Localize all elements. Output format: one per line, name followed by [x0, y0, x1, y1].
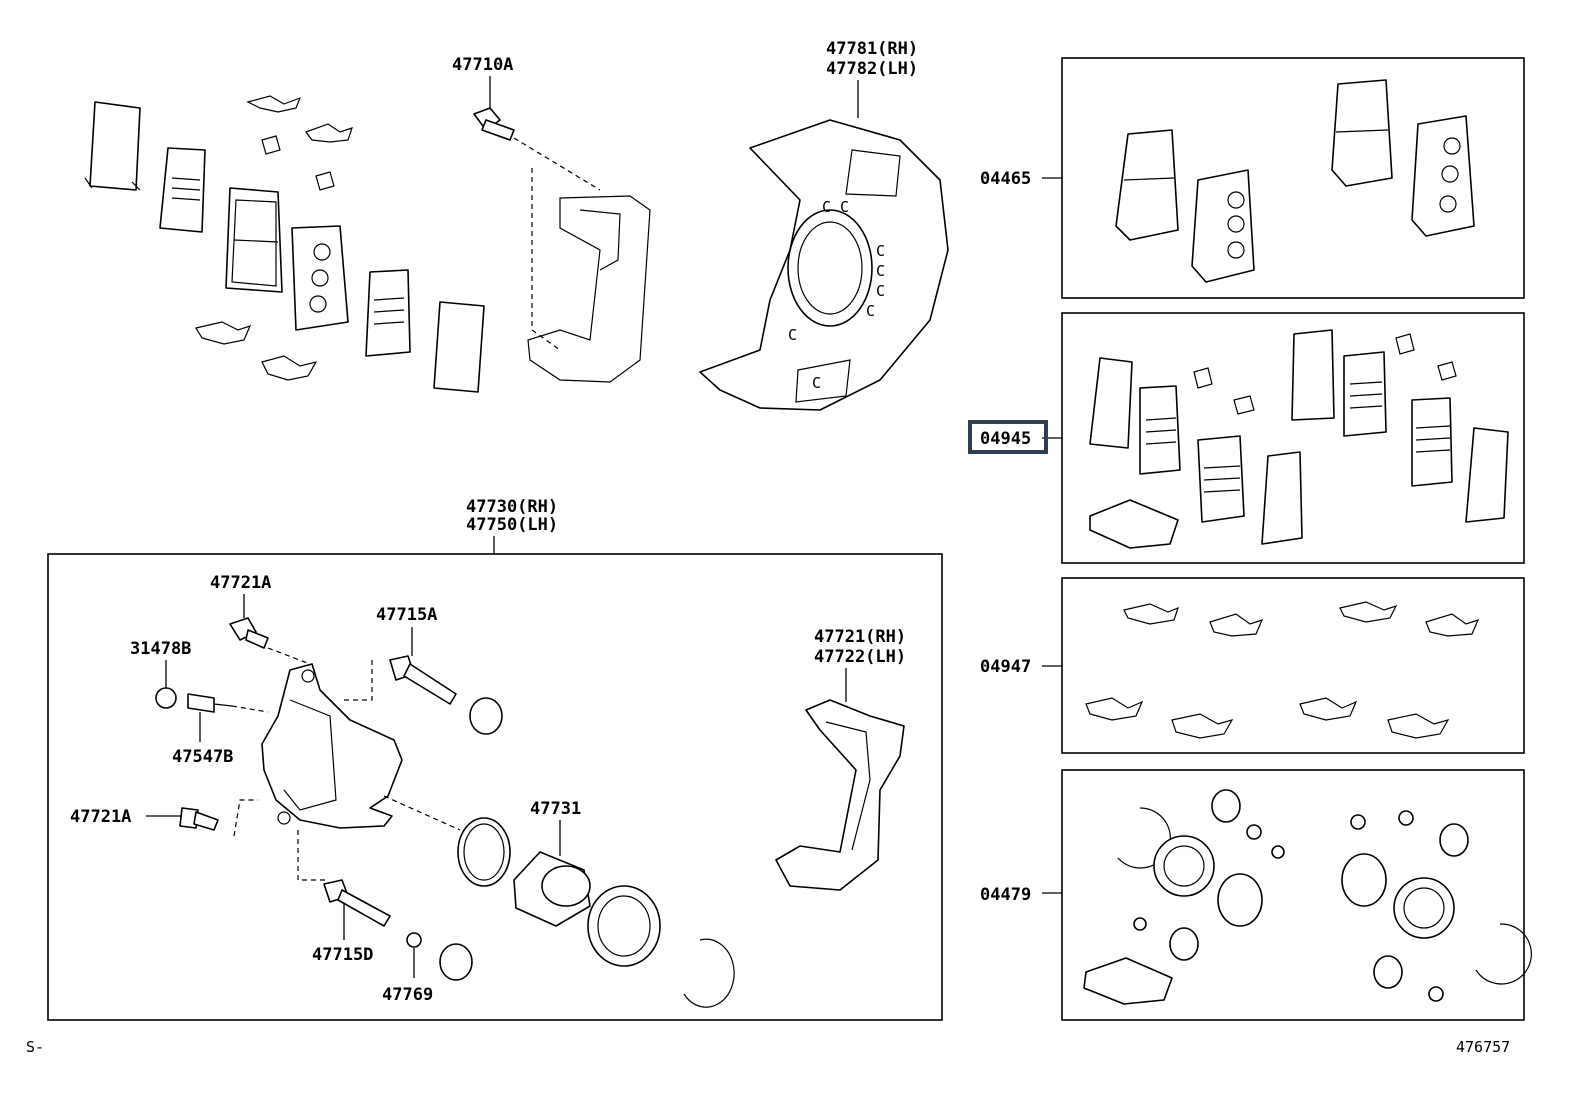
kit-box-04947 — [1042, 577, 1525, 754]
label-47547B: 47547B — [172, 747, 233, 767]
svg-text:C: C — [866, 302, 875, 320]
kit-box-04945 — [1042, 312, 1525, 564]
label-47722-lh: 47722(LH) — [814, 647, 906, 667]
label-47715D: 47715D — [312, 945, 373, 965]
label-47730-rh: 47730(RH) — [466, 497, 558, 517]
label-47750-lh: 47750(LH) — [466, 515, 558, 535]
label-04479: 04479 — [980, 885, 1031, 905]
label-47721-rh: 47721(RH) — [814, 627, 906, 647]
selected-part-highlight — [968, 420, 1048, 454]
footer-diagram-number: 476757 — [1456, 1038, 1510, 1056]
caliper-assembly-box — [47, 536, 943, 1021]
footer-left-mark: S- — [26, 1038, 44, 1056]
label-47731: 47731 — [530, 799, 581, 819]
label-47715A: 47715A — [376, 605, 437, 625]
svg-text:C: C — [876, 282, 885, 300]
dust-shield-group: C C C C C C C C — [699, 80, 949, 411]
caliper-mounting-group — [473, 76, 651, 383]
label-04465: 04465 — [980, 169, 1031, 189]
svg-text:C: C — [822, 198, 831, 216]
svg-text:C: C — [876, 262, 885, 280]
label-47710A: 47710A — [452, 55, 513, 75]
label-31478B: 31478B — [130, 639, 191, 659]
svg-text:C: C — [840, 198, 849, 216]
svg-text:C: C — [788, 326, 797, 344]
label-04945: 04945 — [980, 429, 1031, 449]
label-04947: 04947 — [980, 657, 1031, 677]
kit-box-04465 — [1042, 57, 1525, 299]
label-47721A-bot: 47721A — [70, 807, 131, 827]
label-47782-lh: 47782(LH) — [826, 59, 918, 79]
pad-and-shim-group — [84, 95, 485, 393]
label-47721A-top: 47721A — [210, 573, 271, 593]
svg-text:C: C — [812, 374, 821, 392]
label-47769: 47769 — [382, 985, 433, 1005]
part-labels: 47710A 47781(RH) 47782(LH) 04465 04945 4… — [26, 39, 1510, 1056]
kit-box-04479 — [1042, 769, 1532, 1021]
svg-text:C: C — [876, 242, 885, 260]
label-47781-rh: 47781(RH) — [826, 39, 918, 59]
